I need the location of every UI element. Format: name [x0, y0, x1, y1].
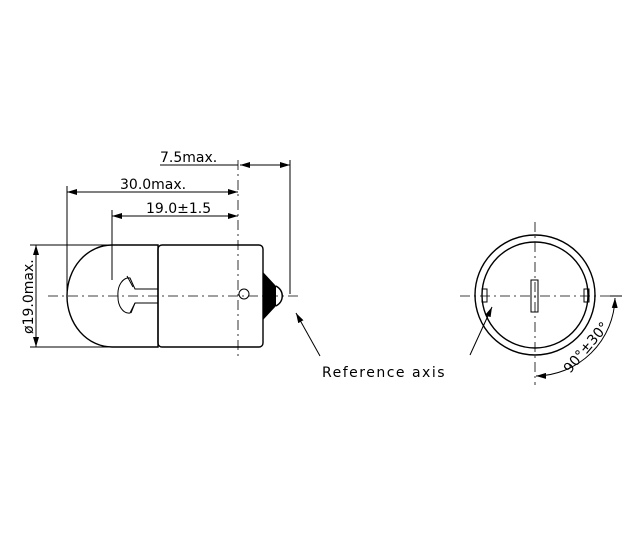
- bayonet-pin-left: [481, 288, 488, 303]
- side-view: 7.5max. 30.0max. 19.0±1.5 ø19.0max.: [21, 150, 321, 357]
- filament: [117, 275, 158, 314]
- reference-axis-leader-2: [469, 306, 493, 356]
- glass-bulb-outline: [66, 244, 159, 348]
- dim-tip-length: 7.5max.: [160, 150, 217, 166]
- center-contact: [530, 279, 539, 313]
- angle-label: 90°±30°: [561, 319, 613, 376]
- reference-axis-label: Reference axis: [322, 365, 446, 381]
- end-view: 90°±30°: [460, 222, 622, 385]
- reference-axis-leader: [295, 312, 321, 357]
- dim-diameter: ø19.0max.: [21, 259, 37, 334]
- outer-circle: [474, 234, 596, 356]
- dim-filament-position: 19.0±1.5: [146, 201, 211, 217]
- dim-overall-length: 30.0max.: [120, 177, 186, 193]
- bayonet-pin: [238, 288, 250, 300]
- angle-arc: [535, 297, 618, 379]
